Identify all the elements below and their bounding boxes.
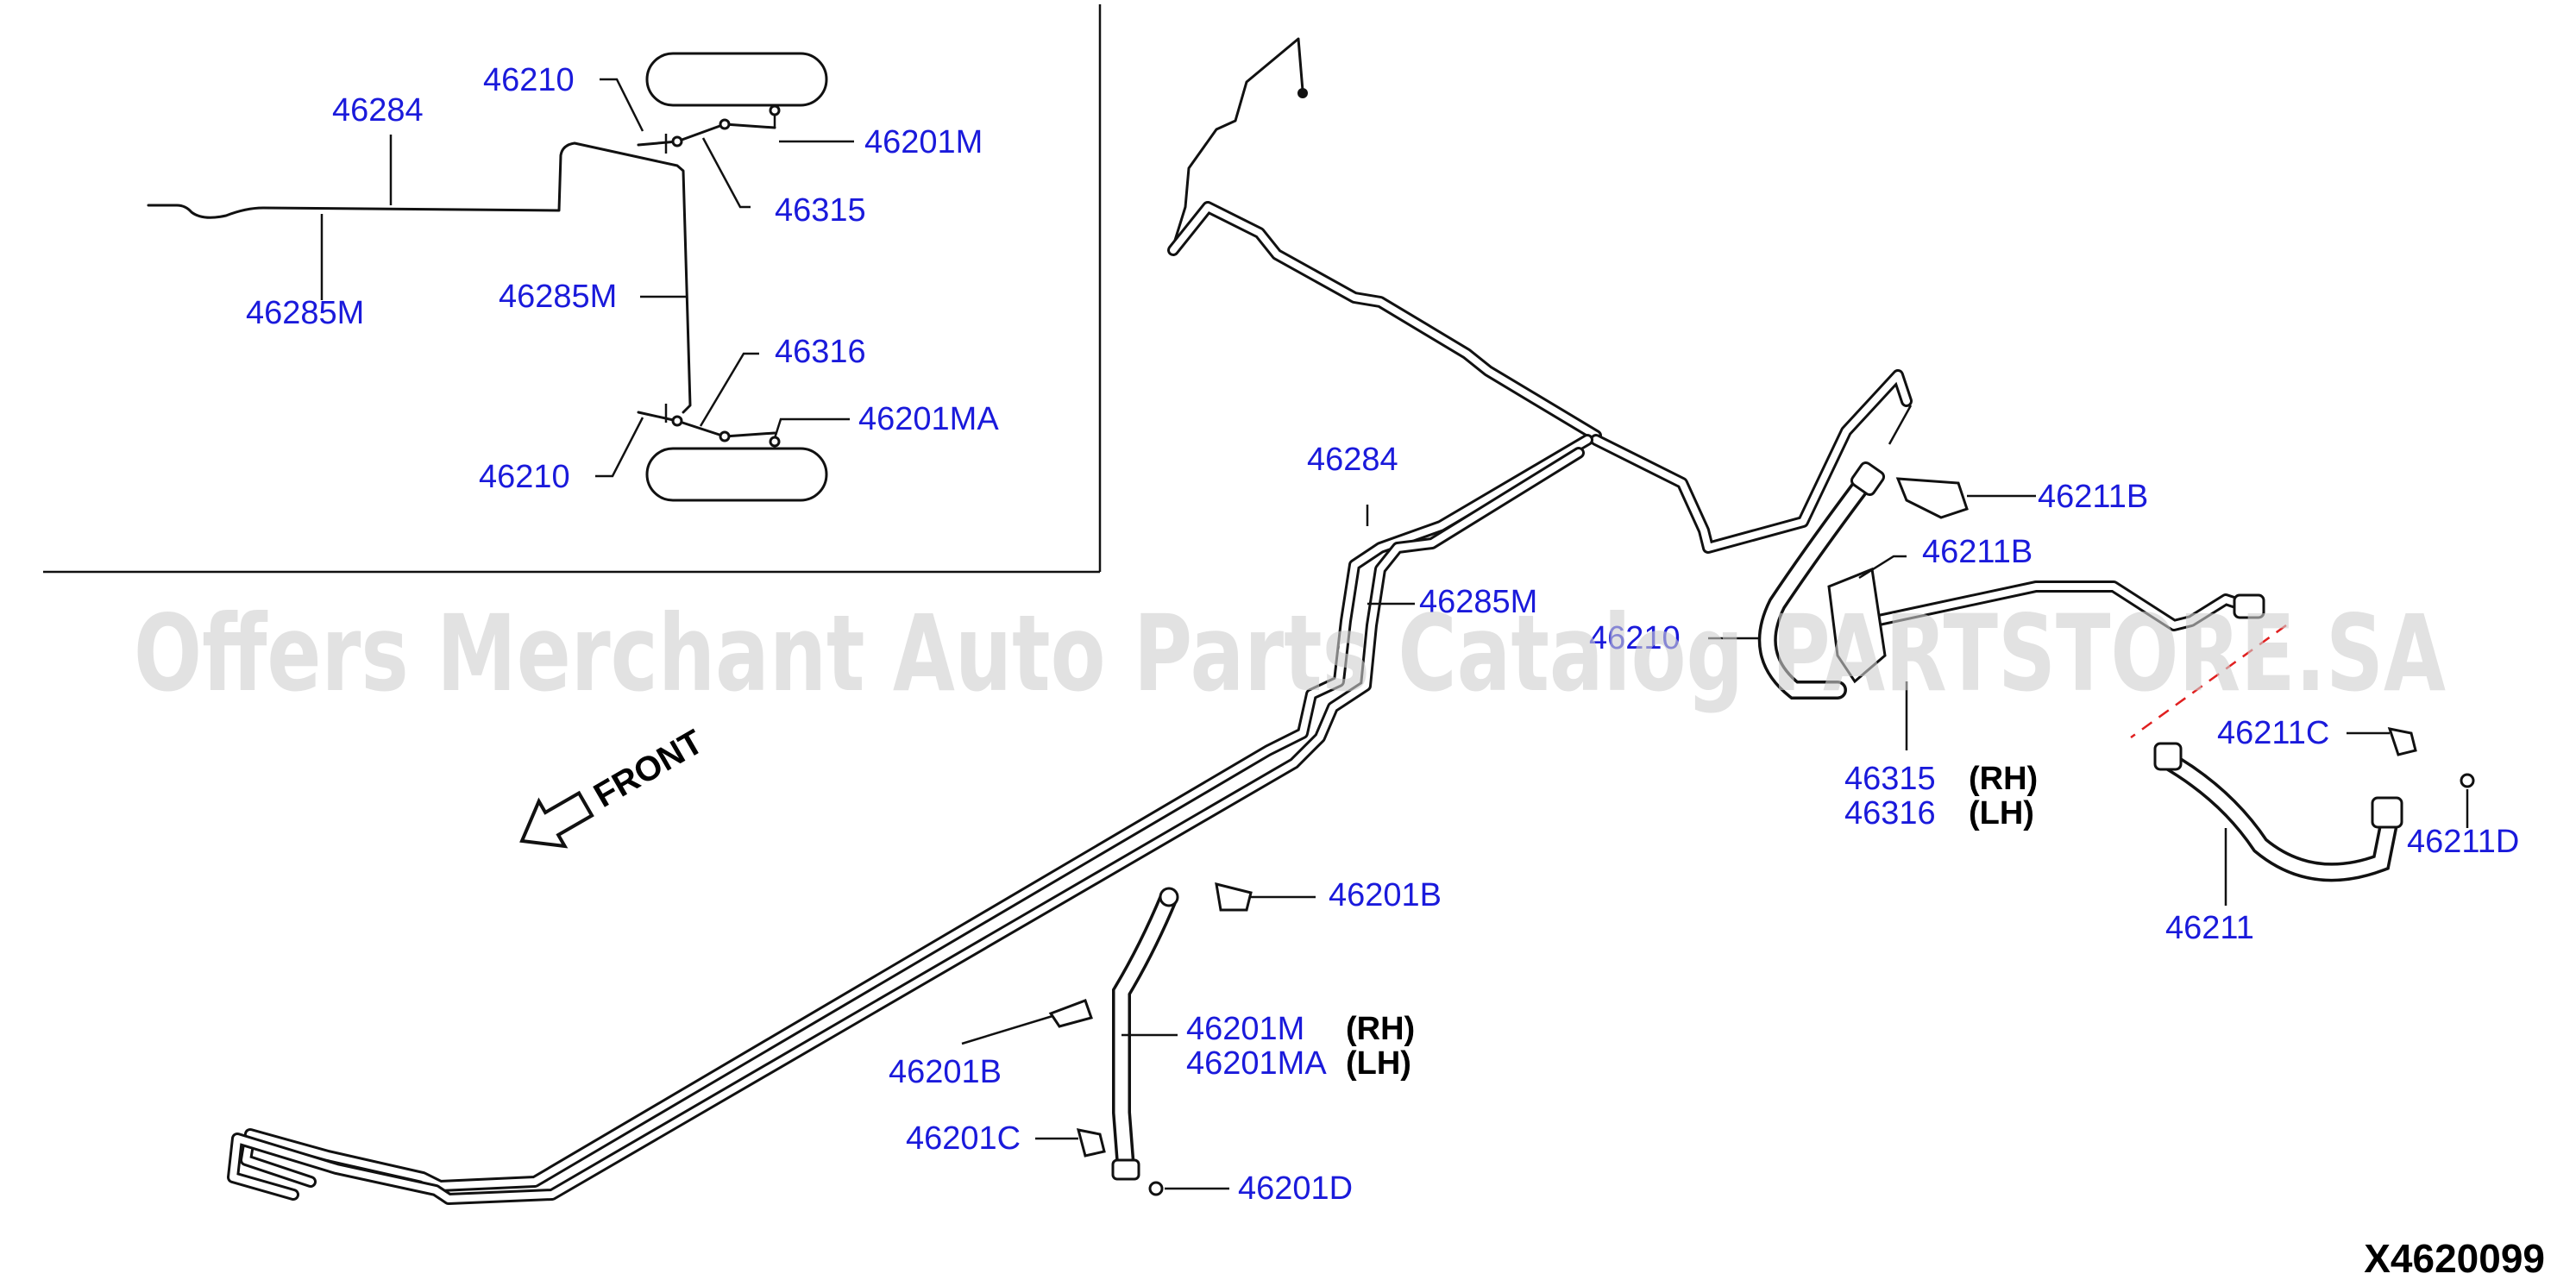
inset-branch-top [637,122,776,147]
bracket-46201B-top [1215,882,1253,912]
reservoir-bottom [645,447,828,502]
label-46201M[interactable]: 46201M [1186,1011,1304,1047]
inset-label-46210-bottom[interactable]: 46210 [479,459,570,495]
label-46201B-bottom[interactable]: 46201B [889,1054,1002,1090]
reservoir-top [645,52,828,107]
label-46201MA[interactable]: 46201MA [1186,1045,1327,1082]
watermark: Offers Merchant Auto Parts Catalog PARTS… [134,593,2446,715]
label-46211C[interactable]: 46211C [2217,715,2329,751]
bolt-46211C [2387,727,2417,756]
label-46284[interactable]: 46284 [1307,442,1398,478]
clip-46211D [2460,773,2475,788]
bracket-46211B-top [1895,477,1969,519]
label-46211B-mid[interactable]: 46211B [1922,534,2033,570]
diagram-code: X4620099 [2364,1236,2545,1280]
front-arrow-icon [519,790,594,849]
label-46211[interactable]: 46211 [2165,910,2254,946]
label-46201B-top[interactable]: 46201B [1329,877,1442,913]
bracket-46211B-mid [1827,567,1887,684]
inset-label-46285M-left[interactable]: 46285M [246,295,364,331]
inset-label-46201M[interactable]: 46201M [864,124,983,160]
front-direction-indicator: FRONT [519,723,709,849]
side-label-lh-rear: (LH) [1969,795,2034,831]
inset-branch-bottom [637,411,776,438]
label-46316[interactable]: 46316 [1844,795,1936,831]
inset-tube [147,141,692,414]
inset-detail: 46210 46284 46201M 46315 46285M 46285M 4… [43,4,1102,574]
label-46211D[interactable]: 46211D [2407,824,2519,860]
label-46211B-top[interactable]: 46211B [2038,479,2148,515]
side-label-rh-front: (RH) [1346,1011,1415,1047]
inset-label-46210-top[interactable]: 46210 [483,62,575,98]
label-46285M[interactable]: 46285M [1419,584,1537,620]
label-46201C[interactable]: 46201C [906,1120,1021,1157]
inset-label-46315[interactable]: 46315 [775,192,866,229]
inset-label-46201MA[interactable]: 46201MA [858,401,999,437]
side-label-lh-front: (LH) [1346,1045,1411,1082]
label-46210[interactable]: 46210 [1589,620,1681,656]
tube-rear-zigzag [1172,37,1304,248]
inset-label-46285M[interactable]: 46285M [499,279,617,315]
front-label: FRONT [587,723,709,815]
side-label-rh-rear: (RH) [1969,761,2038,797]
label-46315[interactable]: 46315 [1844,761,1936,797]
inset-label-46316[interactable]: 46316 [775,334,866,370]
inset-label-46284[interactable]: 46284 [332,92,424,129]
bolt-46201C [1076,1128,1106,1158]
bracket-46201B-bottom [1048,999,1093,1028]
label-46201D[interactable]: 46201D [1238,1170,1353,1207]
clip-46201D [1148,1181,1164,1196]
dashed-guide [2130,624,2287,739]
